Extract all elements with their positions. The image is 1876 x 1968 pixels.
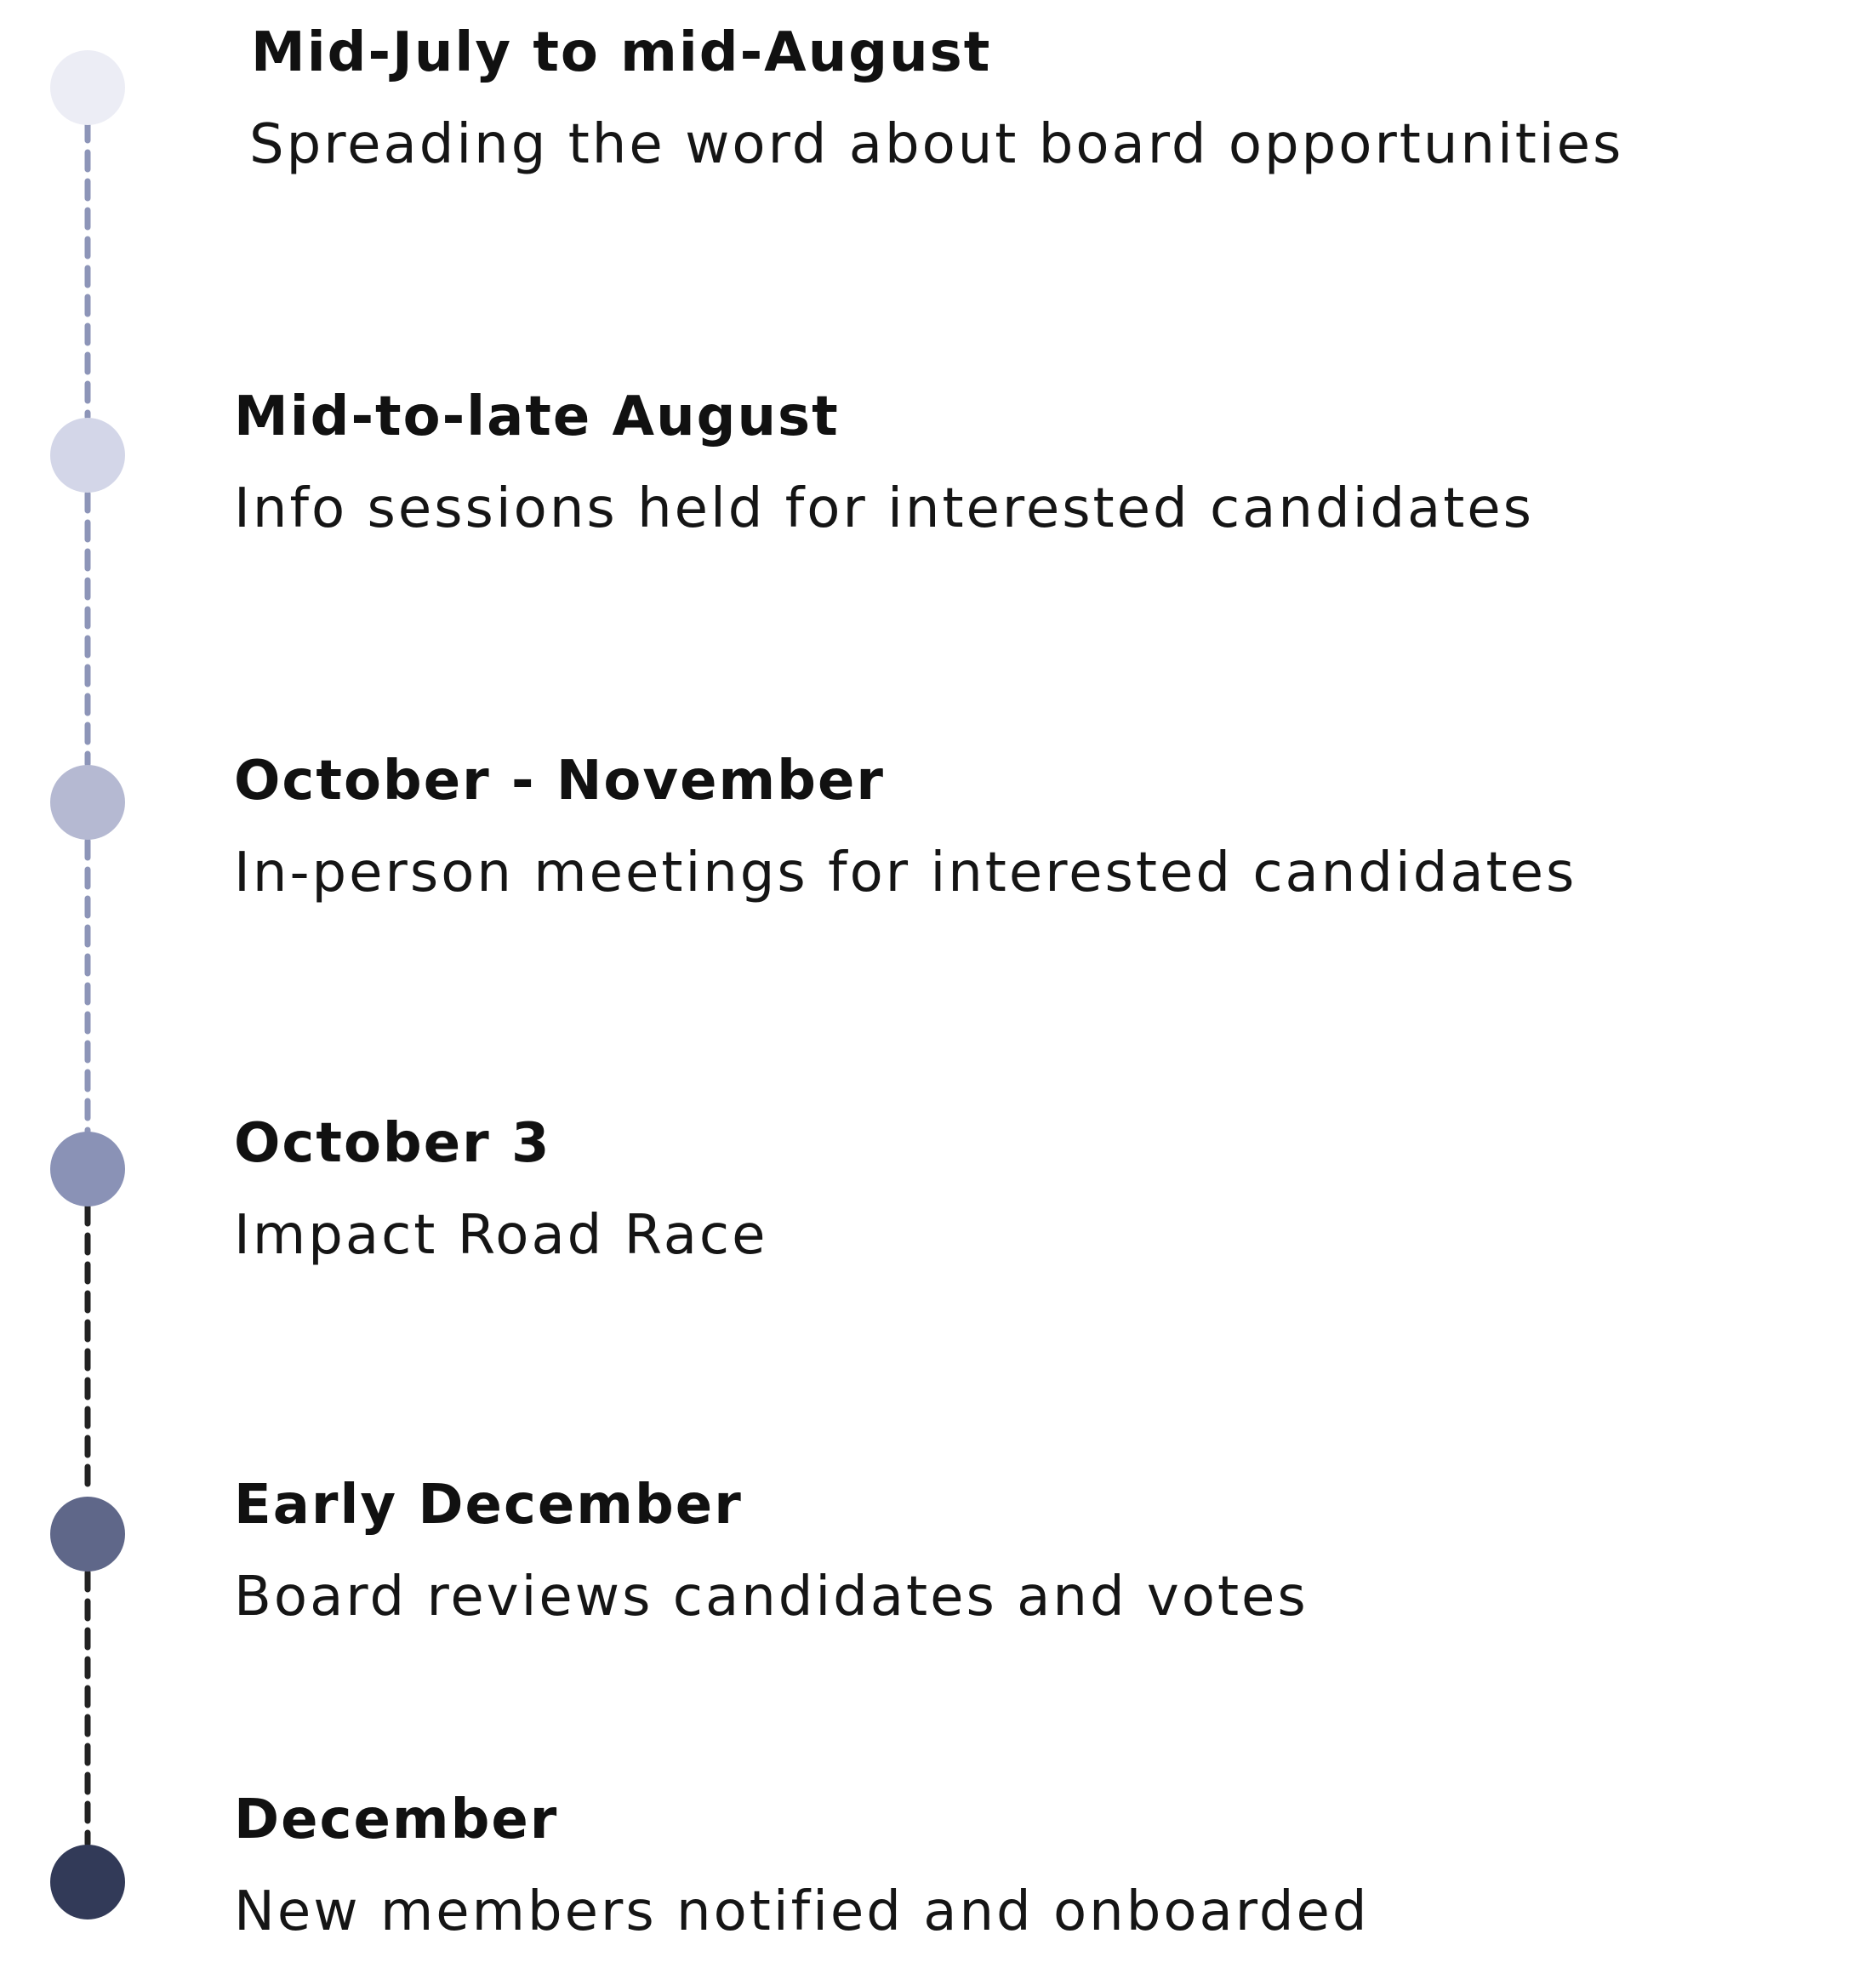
timeline-dots	[50, 50, 125, 1920]
event-description: Impact Road Race	[234, 1204, 768, 1267]
timeline-dot	[50, 1845, 125, 1920]
event-description: New members notified and onboarded	[234, 1880, 1370, 1943]
event-title: December	[234, 1788, 559, 1851]
timeline-dot	[50, 1132, 125, 1206]
timeline-dot	[50, 50, 125, 125]
event-title: Early December	[234, 1474, 743, 1537]
event-title: Mid-to-late August	[234, 385, 840, 448]
timeline-dot	[50, 1497, 125, 1572]
event-description: Spreading the word about board opportuni…	[249, 113, 1624, 176]
event-title: October 3	[234, 1112, 551, 1175]
event-description: Board reviews candidates and votes	[234, 1566, 1309, 1629]
event-title: October - November	[234, 750, 885, 813]
timeline-dot	[50, 765, 125, 840]
event-description: Info sessions held for interested candid…	[234, 477, 1534, 540]
event-description: In-person meetings for interested candid…	[234, 841, 1577, 904]
timeline-dot	[50, 418, 125, 493]
event-title: Mid-July to mid-August	[251, 21, 992, 84]
